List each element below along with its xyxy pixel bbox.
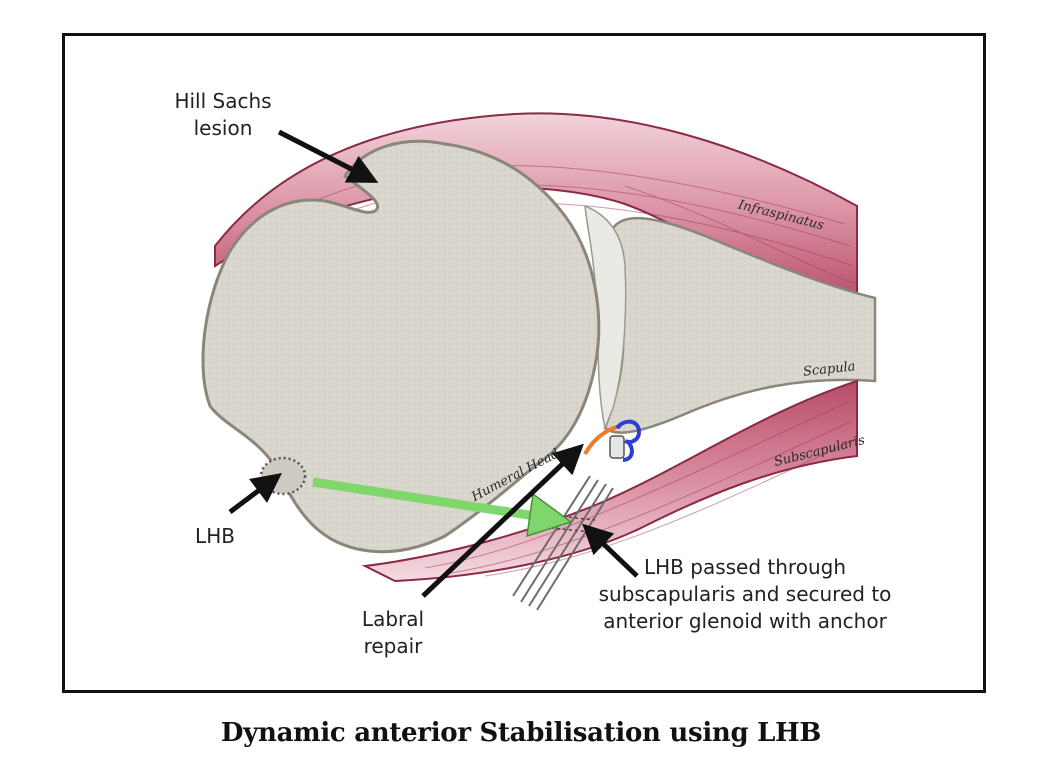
labral-repair-label: Labral repair (343, 606, 443, 660)
lhb-pointer (230, 482, 270, 512)
lhb-label: LHB (185, 523, 245, 550)
lhb-passed-line2: subscapularis and secured to (595, 581, 895, 608)
figure-caption: Dynamic anterior Stabilisation using LHB (0, 718, 1042, 748)
hill-sachs-label-line1: Hill Sachs (163, 88, 283, 115)
figure-frame: Hill Sachs lesion LHB Labral repair LHB … (62, 33, 986, 693)
anchor-body (610, 436, 624, 458)
hill-sachs-label: Hill Sachs lesion (163, 88, 283, 142)
lhb-passed-label: LHB passed through subscapularis and sec… (595, 554, 895, 635)
labral-repair-line2: repair (343, 633, 443, 660)
hill-sachs-label-line2: lesion (163, 115, 283, 142)
lhb-label-text: LHB (185, 523, 245, 550)
lhb-tendon-section (261, 458, 305, 494)
lhb-passed-line1: LHB passed through (595, 554, 895, 581)
lhb-passed-line3: anterior glenoid with anchor (595, 608, 895, 635)
labral-repair-line1: Labral (343, 606, 443, 633)
